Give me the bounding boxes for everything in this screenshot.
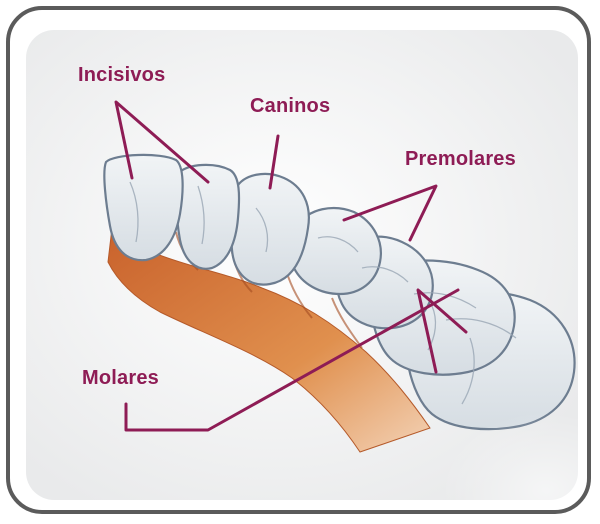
label-molares: Molares <box>82 367 159 390</box>
label-caninos: Caninos <box>250 95 330 118</box>
label-premolares: Premolares <box>405 148 516 171</box>
fade-overlay <box>300 300 600 524</box>
label-incisivos: Incisivos <box>78 64 165 87</box>
